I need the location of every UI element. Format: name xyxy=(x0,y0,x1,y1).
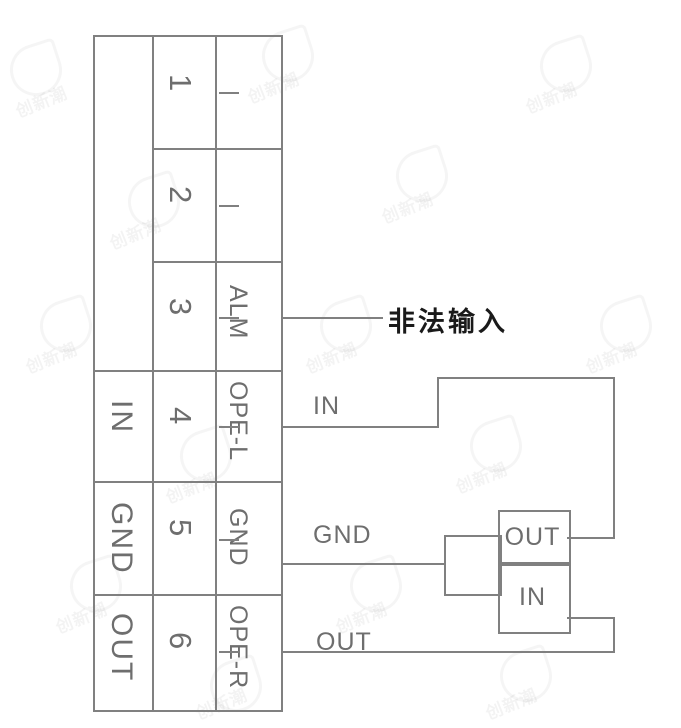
device-port-in-label: IN xyxy=(519,583,546,611)
pin-number-1: 1 xyxy=(163,74,198,92)
group-label-in: IN xyxy=(105,400,138,434)
terminal-block-left-edge xyxy=(93,370,95,710)
wire-out-seg2 xyxy=(613,617,615,653)
terminal-block-upper-left-edge xyxy=(93,35,95,370)
row-divider-4-5 xyxy=(93,481,283,483)
device-port-out-label: OUT xyxy=(504,523,561,551)
device-port-out xyxy=(498,510,571,566)
wire-label-in: IN xyxy=(313,392,340,420)
row-divider-1-2 xyxy=(152,148,283,150)
pin-number-4: 4 xyxy=(163,407,198,425)
terminal-block-right-edge xyxy=(281,35,283,710)
terminal-tick-6 xyxy=(219,651,239,653)
pin-number-3: 3 xyxy=(163,298,198,316)
wire-gnd-seg1 xyxy=(283,563,446,565)
signal-name-5: GND xyxy=(224,508,252,567)
wire-in-seg3 xyxy=(437,377,615,379)
wire-label-gnd: GND xyxy=(313,521,372,549)
row-divider-5-6 xyxy=(93,594,283,596)
terminal-tick-5 xyxy=(219,539,239,541)
pin-number-5: 5 xyxy=(163,519,198,537)
pin-number-2: 2 xyxy=(163,186,198,204)
terminal-tick-2 xyxy=(219,205,239,207)
terminal-block-top-edge xyxy=(93,35,283,37)
terminal-tick-1 xyxy=(219,92,239,94)
wire-out-seg3 xyxy=(567,617,615,619)
signal-name-4: OPE-L xyxy=(224,381,252,462)
row-divider-3-4 xyxy=(93,370,283,372)
wire-label-out: OUT xyxy=(316,628,372,656)
row-divider-2-3 xyxy=(152,261,283,263)
signal-name-6: OPE-R xyxy=(224,605,252,690)
group-label-gnd: GND xyxy=(105,502,138,575)
wire-alm-leader xyxy=(283,317,383,319)
terminal-block-col1-divider xyxy=(152,35,154,710)
wire-out-seg1 xyxy=(283,651,615,653)
illegal-input-label: 非法输入 xyxy=(388,307,508,338)
wire-in-seg5 xyxy=(567,537,615,539)
terminal-block-col2-divider xyxy=(215,35,217,710)
connector-box xyxy=(444,535,502,596)
terminal-tick-4 xyxy=(219,426,239,428)
terminal-tick-3 xyxy=(219,317,239,319)
terminal-block-bottom-edge xyxy=(93,710,283,712)
device-port-in xyxy=(498,562,571,634)
group-label-out: OUT xyxy=(105,613,138,683)
pin-number-6: 6 xyxy=(163,632,198,650)
signal-name-3: ALM xyxy=(224,285,252,340)
wire-in-seg1 xyxy=(283,426,439,428)
wire-in-seg2 xyxy=(437,377,439,428)
wire-in-seg4 xyxy=(613,377,615,539)
